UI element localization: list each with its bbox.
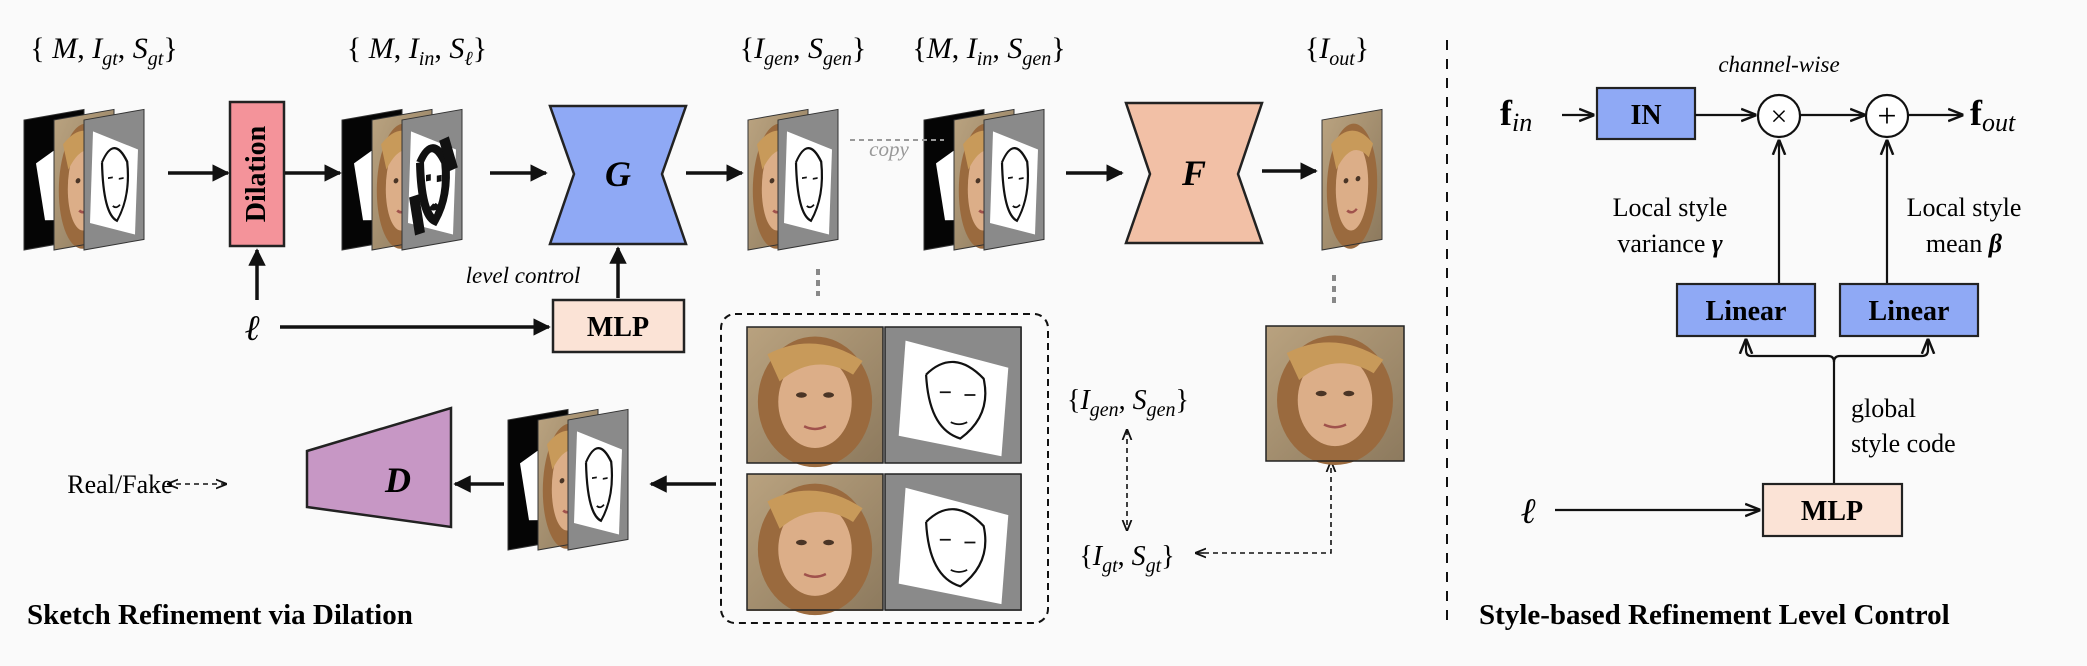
in-block [1595, 86, 1697, 141]
face-photo-icon [747, 327, 883, 468]
discriminator-block: D [305, 406, 453, 529]
mlp-block-left: MLP [551, 298, 686, 354]
generator-label: G [605, 154, 631, 194]
output-large-photo [1265, 325, 1405, 466]
left-panel-title: Sketch Refinement via Dilation [27, 599, 413, 631]
style-control-panel: fin IN channel-wise × + fout Local style… [1500, 52, 2022, 538]
global-style-line1: global [1851, 394, 1916, 423]
face-photo-icon [747, 474, 883, 616]
sample-pairs-box [720, 313, 1049, 624]
mlp-label-right: MLP [1801, 496, 1863, 527]
f-in-label: fin [1500, 93, 1532, 137]
variance-label-line2: variance γ [1617, 229, 1723, 258]
level-control-label: level control [466, 263, 581, 288]
dilation-block: Dilation [228, 100, 286, 248]
linear-label-mean: Linear [1869, 296, 1950, 327]
copy-label: copy [869, 137, 909, 161]
sketch-icon [778, 109, 838, 250]
mlp-block-right [1761, 482, 1904, 538]
channel-wise-label: channel-wise [1718, 52, 1839, 77]
level-symbol-right: ℓ [1521, 491, 1536, 531]
stack-generated [747, 108, 839, 251]
dilation-label: Dilation [241, 125, 272, 222]
stack-dilated [341, 108, 463, 251]
real-fake-label: Real/Fake [67, 470, 172, 499]
set-label-generated: {Igen, Sgen} [740, 32, 867, 70]
mlp-label-left: MLP [587, 312, 649, 343]
sketch-icon [402, 109, 462, 250]
stack-copied [923, 108, 1045, 251]
svg-text:{Igen, Sgen}: {Igen, Sgen} [1067, 385, 1189, 421]
set-labels: { M, Igt, Sgt} { M, Iin, Sℓ} {Igen, Sgen} {… [30, 32, 1369, 70]
linear-block-mean [1838, 282, 1980, 338]
gen-pair-label: {Igen, Sgen} [1067, 385, 1189, 421]
mean-label-line2: mean β [1926, 229, 2003, 258]
left-arrows [168, 162, 1318, 493]
add-symbol: + [1877, 98, 1896, 135]
variance-label-line1: Local style [1613, 193, 1728, 222]
set-label-dilated: { M, Iin, Sℓ} [347, 32, 487, 70]
set-label-copied: {M, Iin, Sgen} [912, 32, 1065, 70]
sketch-icon [568, 409, 628, 550]
image-stacks [23, 108, 1383, 551]
multiply-symbol: × [1771, 100, 1788, 133]
generator-block: G [548, 104, 688, 246]
face-photo-icon [1322, 109, 1382, 250]
level-symbol-left: ℓ [245, 308, 260, 348]
stack-input [23, 108, 145, 251]
refiner-label: F [1181, 153, 1206, 193]
dashed-arrows [168, 269, 1334, 553]
set-label-output: {Iout} [1305, 32, 1369, 70]
face-photo-icon [1266, 326, 1404, 466]
stack-output [1321, 108, 1383, 251]
right-panel-title: Style-based Refinement Level Control [1479, 599, 1950, 631]
svg-text:{Igt, Sgt}: {Igt, Sgt} [1079, 541, 1174, 577]
f-out-label: fout [1970, 93, 2016, 137]
sketch-icon [984, 109, 1044, 250]
sample-pairs-grid [746, 326, 1022, 616]
in-block-label: IN [1630, 100, 1661, 131]
sketch-icon [885, 474, 1022, 611]
sketch-icon [84, 109, 144, 250]
discriminator-label: D [384, 460, 411, 500]
set-label-input: { M, Igt, Sgt} [30, 32, 177, 70]
sketch-icon [885, 327, 1022, 463]
gt-pair-label: {Igt, Sgt} [1079, 541, 1174, 577]
global-style-line2: style code [1851, 429, 1956, 458]
stack-discriminator-input [507, 408, 629, 551]
linear-label-variance: Linear [1706, 296, 1787, 327]
mean-label-line1: Local style [1907, 193, 2022, 222]
refiner-block: F [1124, 101, 1264, 245]
linear-block-variance [1675, 282, 1817, 338]
